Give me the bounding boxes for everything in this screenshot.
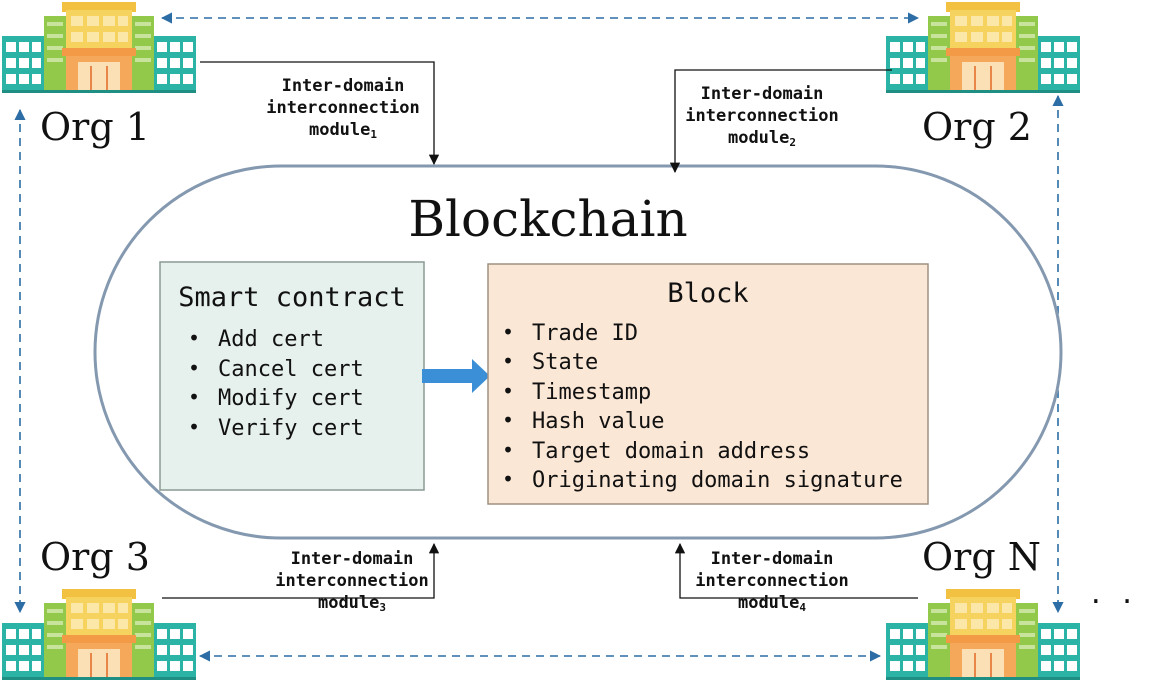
smart-contract-title: Smart contract	[178, 282, 406, 313]
block-title: Block	[667, 278, 748, 309]
svg-text:module1: module1	[309, 120, 377, 141]
bullet-icon: •	[502, 467, 514, 491]
org-3-building-icon	[2, 589, 196, 680]
block-field: Hash value	[532, 409, 664, 434]
blockchain-title: Blockchain	[408, 190, 687, 248]
bullet-icon: •	[502, 379, 514, 403]
org3-module-connector	[162, 542, 440, 599]
svg-text:module3: module3	[318, 593, 386, 614]
svg-text:Inter-domain: Inter-domain	[711, 549, 834, 569]
org-2-label: Org 2	[922, 105, 1032, 149]
block-field: Trade ID	[532, 321, 638, 346]
svg-text:module2: module2	[728, 128, 796, 149]
smart-contract-box	[159, 261, 425, 491]
block-field: Target domain address	[532, 439, 810, 464]
contract-item: Verify cert	[218, 416, 364, 441]
bullet-icon: •	[502, 349, 514, 373]
smart-contract-list: • Add cert • Cancel cert • Modify cert •…	[188, 326, 364, 441]
module-4-label: Inter-domain interconnection module4	[695, 549, 849, 614]
bullet-icon: •	[188, 356, 200, 380]
bullet-icon: •	[188, 385, 200, 409]
block-field: Originating domain signature	[532, 468, 903, 493]
block-fields-list: • Trade ID • State • Timestamp • Hash va…	[502, 320, 903, 493]
svg-text:interconnection: interconnection	[266, 98, 420, 118]
contract-item: Modify cert	[218, 386, 364, 411]
org1-module-connector	[200, 61, 440, 166]
contract-item: Cancel cert	[218, 357, 364, 382]
bullet-icon: •	[502, 320, 514, 344]
svg-text:module4: module4	[738, 593, 806, 614]
org-3-label: Org 3	[40, 535, 150, 579]
bullet-icon: •	[502, 408, 514, 432]
svg-text:interconnection: interconnection	[685, 106, 839, 126]
org-1-building-icon	[2, 2, 196, 93]
org-n-label: Org N	[922, 535, 1041, 579]
module-1-label: Inter-domain interconnection module1	[266, 76, 420, 141]
module-2-label: Inter-domain interconnection module2	[685, 84, 839, 149]
block-field: State	[532, 350, 598, 375]
bullet-icon: •	[188, 326, 200, 350]
org2-module-connector	[669, 69, 892, 174]
svg-text:Inter-domain: Inter-domain	[701, 84, 824, 104]
svg-text:interconnection: interconnection	[275, 571, 429, 591]
svg-text:Inter-domain: Inter-domain	[291, 549, 414, 569]
org-n-building-icon	[886, 589, 1080, 680]
org-2-building-icon	[886, 2, 1080, 93]
bullet-icon: •	[188, 415, 200, 439]
org-1-label: Org 1	[40, 105, 150, 149]
bullet-icon: •	[502, 438, 514, 462]
svg-text:interconnection: interconnection	[695, 571, 849, 591]
contract-to-block-arrow-icon	[422, 359, 490, 393]
svg-text:Inter-domain: Inter-domain	[282, 76, 405, 96]
contract-item: Add cert	[218, 327, 324, 352]
more-orgs-ellipsis: · · ·	[1088, 587, 1150, 617]
block-field: Timestamp	[532, 380, 651, 405]
orgn-module-connector	[674, 542, 918, 599]
module-3-label: Inter-domain interconnection module3	[275, 549, 429, 614]
block-box	[487, 263, 929, 505]
